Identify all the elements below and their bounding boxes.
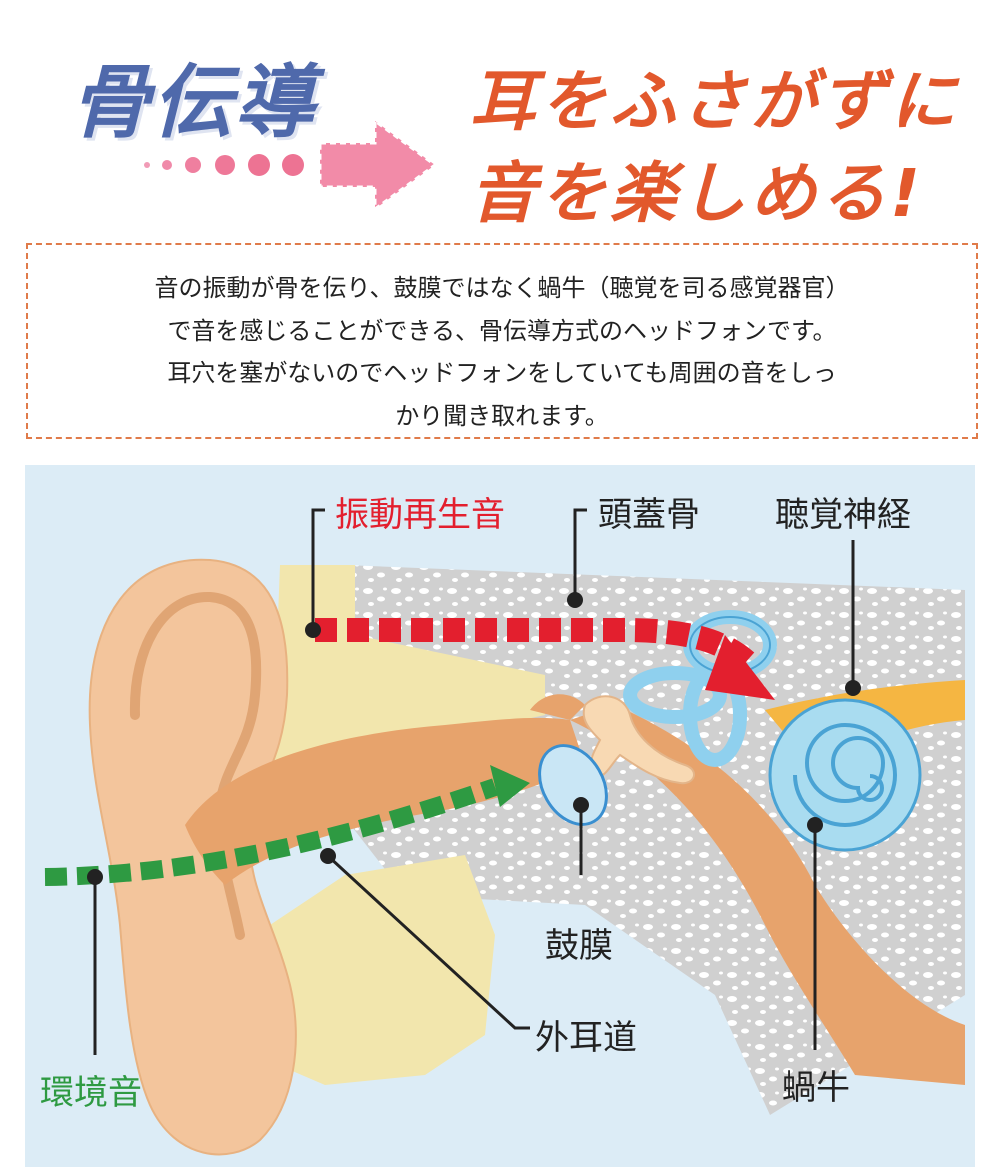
title-bone-conduction: 骨伝導 — [70, 56, 316, 149]
headline-line-1: 耳をふさがずに — [470, 63, 960, 140]
label-ambient-sound: 環境音 — [40, 1073, 142, 1113]
label-ear-canal: 外耳道 — [535, 1018, 637, 1058]
eardrum — [538, 744, 608, 826]
cochlea — [768, 698, 922, 852]
ossicles — [582, 695, 695, 785]
description-line: 音の振動が骨を伝り、鼓膜ではなく蝸牛（聴覚を司る感覚器官） — [154, 274, 850, 302]
arrow-right-icon — [144, 118, 438, 212]
tissue-lower — [240, 855, 495, 1085]
vibration-arrow-head — [705, 635, 775, 700]
description-line: で音を感じることができる、骨伝導方式のヘッドフォンです。 — [167, 317, 837, 345]
label-auditory-nerve: 聴覚神経 — [775, 495, 911, 535]
inner-bone-channel — [570, 705, 965, 1085]
label-eardrum: 鼓膜 — [545, 926, 613, 966]
label-skull: 頭蓋骨 — [598, 495, 700, 535]
headline-line-2: 音を楽しめる! — [470, 155, 925, 232]
ambient-sound-arrow — [44, 778, 498, 886]
label-cochlea: 蝸牛 — [782, 1068, 850, 1108]
description-line: かり聞き取れます。 — [395, 402, 609, 430]
ear-anatomy-diagram — [25, 465, 975, 1167]
description-line: 耳穴を塞がないのでヘッドフォンをしていても周囲の音をしっ — [167, 359, 837, 387]
ambient-arrow-head — [490, 765, 530, 807]
description-box — [26, 243, 978, 439]
label-vibration-sound: 振動再生音 — [335, 495, 505, 535]
